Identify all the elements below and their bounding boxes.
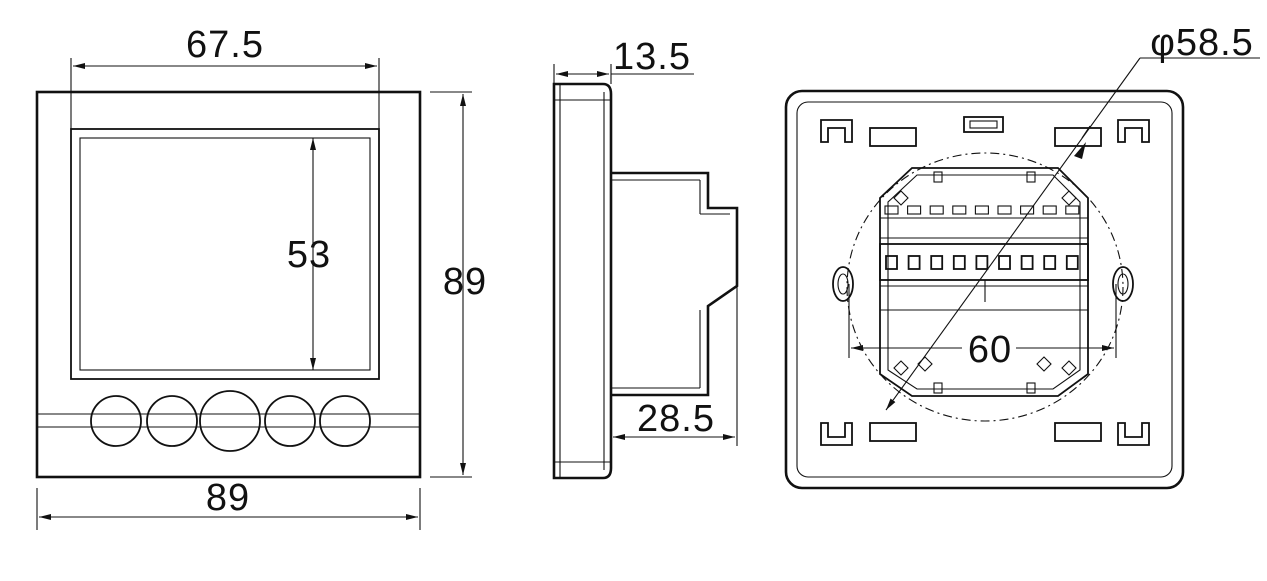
terminal-screw	[997, 205, 1012, 215]
diamond-screws	[893, 190, 1077, 376]
terminal-screw	[907, 205, 922, 215]
diamond-screw	[893, 360, 909, 376]
diamond-screw	[1061, 360, 1077, 376]
terminal-slot	[885, 255, 898, 270]
terminal-slot	[907, 255, 921, 270]
display-window-inner	[79, 137, 371, 371]
button-row	[90, 390, 371, 452]
screw-oval-right	[1112, 266, 1134, 302]
terminal-slot	[975, 255, 989, 270]
terminal-screw	[1042, 205, 1057, 215]
diamond-screw	[1061, 190, 1077, 206]
dim-label-front-thickness: 13.5	[613, 36, 691, 78]
side-rear-body	[611, 171, 739, 397]
terminal-screw	[952, 205, 967, 215]
back-plate-inner	[796, 101, 1173, 478]
dim-label-body-depth: 28.5	[637, 398, 715, 440]
dim-display-width: 67.5	[70, 24, 380, 129]
terminal-block	[879, 243, 1089, 281]
front-view: 67.5 53 89 89	[35, 24, 487, 530]
screw-oval-left	[832, 266, 854, 302]
dim-display-height: 53	[287, 138, 331, 370]
terminal-slot	[952, 255, 966, 270]
front-panel-outline	[35, 90, 422, 479]
diamond-screw	[893, 190, 909, 206]
dim-label-display-width: 67.5	[186, 24, 264, 66]
dim-label-overall-height: 89	[443, 261, 487, 303]
back-plate-outer	[784, 89, 1185, 490]
side-view: 13.5 28.5	[552, 36, 739, 480]
terminal-slot	[998, 255, 1011, 270]
terminal-screw	[974, 205, 989, 215]
mount-circle-dashed	[846, 152, 1124, 422]
display-window-outer	[70, 128, 380, 380]
dim-body-depth: 28.5	[613, 286, 738, 446]
terminal-screw	[884, 205, 899, 215]
terminal-slot	[930, 255, 944, 270]
mounting-slots	[869, 116, 1102, 442]
terminal-slot	[1043, 255, 1057, 270]
dim-overall-height: 89	[430, 91, 487, 478]
side-front-plate	[552, 82, 613, 480]
diamond-screw	[1036, 356, 1052, 372]
terminal-slot	[1020, 255, 1034, 270]
dim-label-overall-width: 89	[206, 477, 250, 519]
front-button	[146, 395, 198, 447]
terminal-row	[885, 255, 1079, 270]
dim-hole-spacing: 60	[848, 284, 1117, 371]
front-button	[319, 395, 371, 447]
dim-label-display-height: 53	[287, 234, 331, 276]
terminal-screw	[929, 205, 944, 215]
dim-overall-width: 89	[36, 477, 421, 530]
terminal-screw	[1065, 205, 1080, 215]
front-button	[264, 395, 316, 447]
dim-label-hole-spacing: 60	[968, 329, 1012, 371]
dim-front-thickness: 13.5	[553, 36, 694, 84]
front-button	[199, 390, 261, 452]
diamond-screw	[917, 356, 933, 372]
dim-mount-diameter: φ58.5	[885, 22, 1260, 411]
back-view: 60 φ58.5	[784, 22, 1260, 490]
terminal-screw	[1020, 205, 1035, 215]
terminal-slot	[1065, 255, 1079, 270]
corner-clips	[820, 119, 1150, 446]
dim-label-mount-diameter: φ58.5	[1150, 22, 1254, 64]
terminal-screw-row	[884, 205, 1080, 215]
front-button	[90, 395, 142, 447]
